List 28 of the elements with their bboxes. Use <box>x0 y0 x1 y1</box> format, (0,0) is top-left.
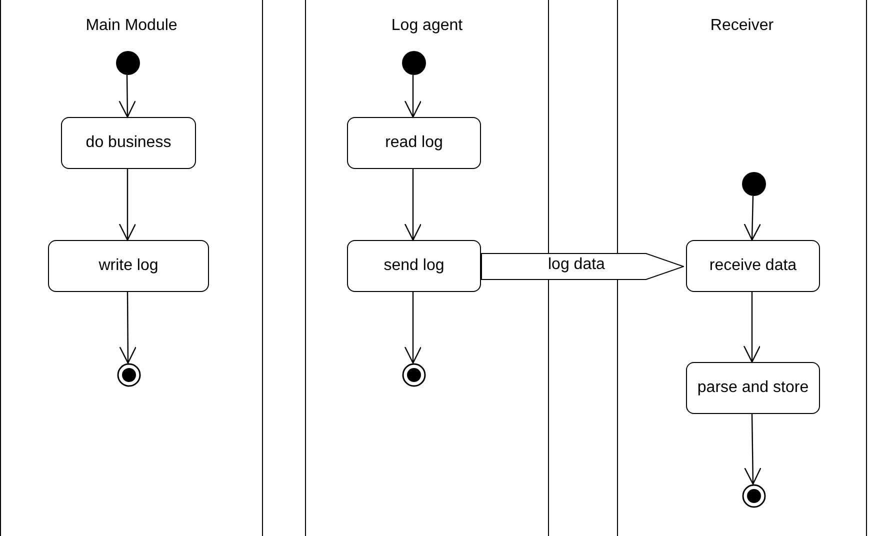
action-box: send log <box>347 240 481 292</box>
arrow <box>118 169 136 241</box>
action-box: do business <box>61 117 196 169</box>
arrow <box>744 414 762 485</box>
initial-node <box>402 51 426 75</box>
swimlane <box>305 0 549 536</box>
arrow <box>404 169 422 241</box>
initial-node <box>742 172 766 196</box>
lane-title: Receiver <box>709 16 775 36</box>
arrow <box>744 196 761 241</box>
arrow <box>404 292 422 364</box>
final-node <box>117 363 141 387</box>
lane-title: Main Module <box>84 16 178 36</box>
final-node <box>402 363 426 387</box>
initial-node <box>116 51 140 75</box>
signal-label: log data <box>548 255 605 275</box>
arrow <box>118 75 136 118</box>
action-box: write log <box>48 240 209 292</box>
swimlane <box>0 0 263 536</box>
arrow <box>119 292 136 364</box>
final-node <box>742 484 766 508</box>
action-box: read log <box>347 117 481 169</box>
swimlane <box>617 0 867 536</box>
action-box: parse and store <box>686 362 820 414</box>
action-box: receive data <box>686 240 820 292</box>
arrow <box>743 292 761 363</box>
arrow <box>404 75 422 118</box>
lane-title: Log agent <box>390 16 464 36</box>
